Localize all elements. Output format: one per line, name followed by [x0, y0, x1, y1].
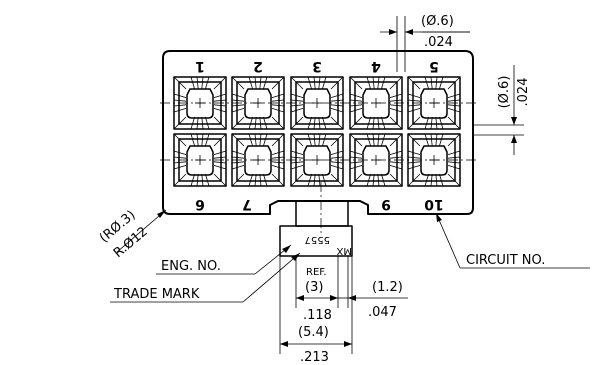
- terminal-cavity: [349, 76, 403, 130]
- terminal-cavity: [407, 133, 461, 187]
- terminal-cavity: [173, 133, 227, 187]
- terminal-cavity: [231, 133, 285, 187]
- housing-outline: [162, 50, 474, 215]
- pin-numbers-top: 1 2 3 4 5: [195, 58, 439, 74]
- dim-small-mm: (1.2): [372, 280, 403, 295]
- pin-number: 4: [371, 58, 381, 74]
- terminal-cavity: [231, 76, 285, 130]
- dim-width: (5.4) .213: [279, 256, 353, 365]
- stamp-part-no: 5557: [305, 234, 330, 245]
- stamp-group: 5557 MX: [305, 234, 352, 256]
- dim-small: (1.2) .047: [338, 256, 408, 320]
- dim-ref: REF. (3) .118: [295, 256, 339, 323]
- terminal-cavity: [173, 76, 227, 130]
- dim-top-mm: (Ø.6): [421, 14, 454, 29]
- dim-width-mm: (5.4): [298, 325, 329, 340]
- cavity-grid: [173, 76, 461, 187]
- latch-stamp-area: [279, 225, 353, 257]
- dim-right-mm: (Ø.6): [497, 76, 512, 109]
- eng-no-callout: ENG. NO.: [156, 244, 292, 275]
- trade-mark-label: TRADE MARK: [113, 287, 200, 302]
- dim-top-in: .024: [424, 35, 453, 50]
- dim-top-pitch-gap: (Ø.6) .024: [380, 14, 470, 72]
- pin-number: 10: [424, 196, 444, 212]
- pin-number: 7: [242, 196, 252, 212]
- pin-number: 2: [253, 58, 263, 74]
- latch-tab: [295, 200, 349, 227]
- terminal-cavity: [349, 133, 403, 187]
- terminal-cavity: [407, 76, 461, 130]
- dim-radius: (RØ.3) R.Ø12: [97, 208, 167, 261]
- pin-number: 6: [195, 196, 205, 212]
- dim-ref-mm: (3): [305, 280, 323, 295]
- dim-ref-label: REF.: [306, 267, 327, 278]
- dim-right-in: .024: [516, 78, 531, 107]
- pin-number: 9: [381, 196, 391, 212]
- eng-no-label: ENG. NO.: [161, 259, 221, 274]
- trade-mark-callout: TRADE MARK: [110, 252, 301, 303]
- dim-right-gap: (Ø.6) .024: [473, 65, 531, 155]
- pin-numbers-bottom: 6 7 9 10: [195, 196, 444, 212]
- dim-ref-in: .118: [303, 308, 332, 323]
- terminal-cavity: [290, 76, 344, 130]
- pin-number: 1: [195, 58, 205, 74]
- circuit-no-callout: CIRCUIT NO.: [435, 212, 590, 269]
- dim-small-in: .047: [368, 305, 397, 320]
- pin-number: 5: [429, 58, 439, 74]
- pin-number: 3: [312, 58, 322, 74]
- terminal-cavity: [290, 133, 344, 187]
- dim-width-in: .213: [300, 350, 329, 365]
- stamp-brand: MX: [336, 245, 352, 256]
- circuit-no-label: CIRCUIT NO.: [466, 253, 545, 268]
